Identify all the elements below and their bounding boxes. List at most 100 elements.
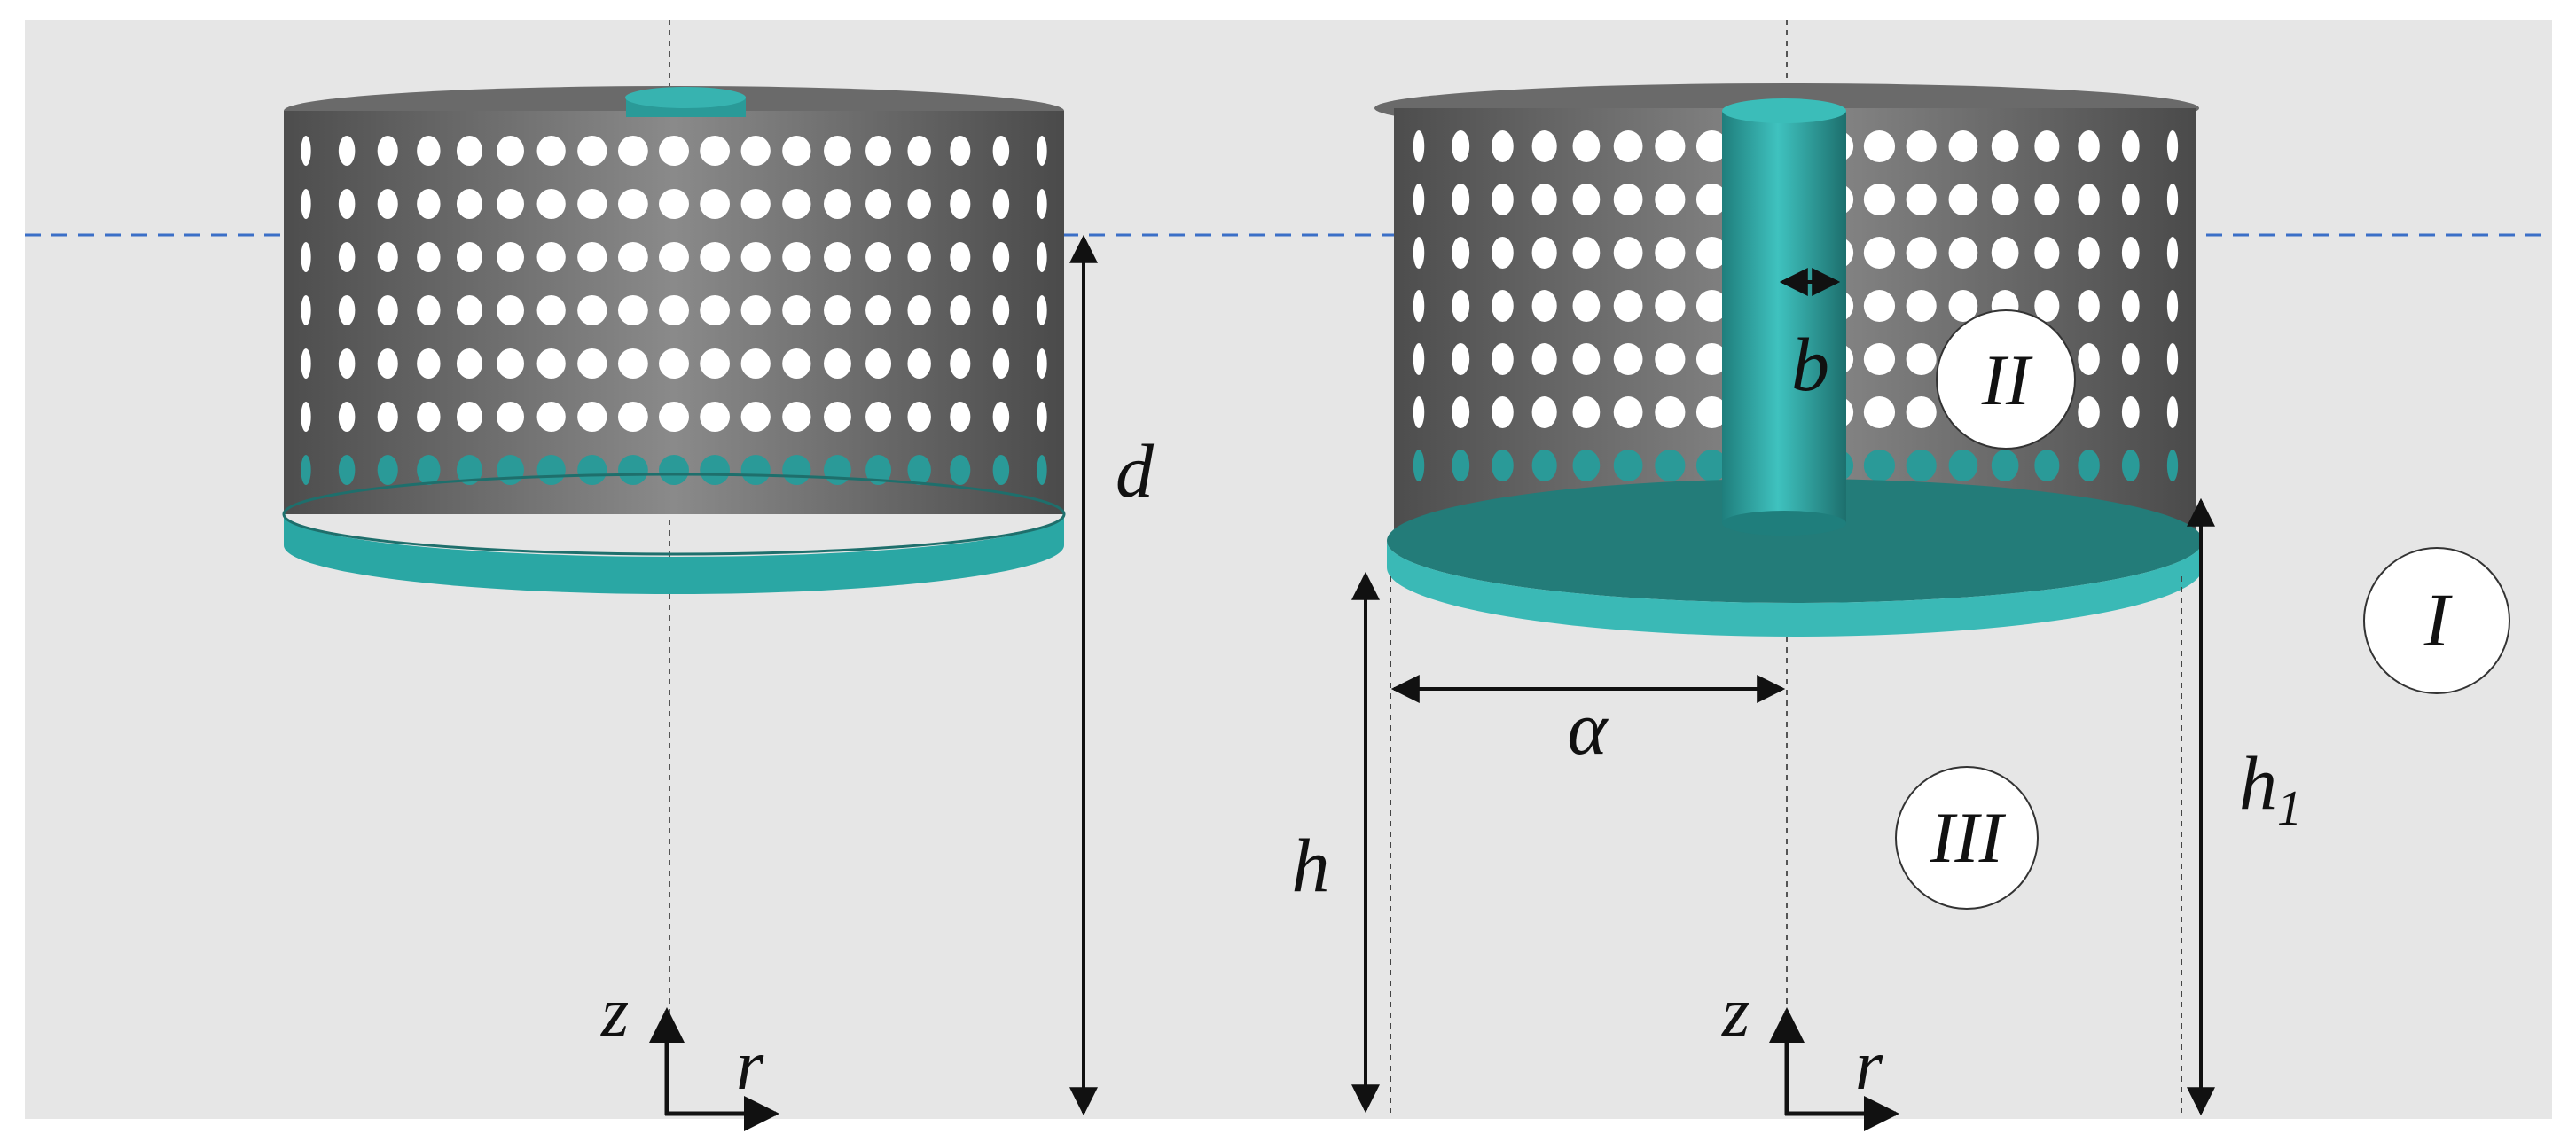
mesh-hole bbox=[1991, 130, 2019, 162]
mesh-hole bbox=[338, 189, 356, 219]
mesh-hole bbox=[377, 189, 398, 219]
mesh-hole bbox=[417, 189, 441, 219]
mesh-hole bbox=[1613, 343, 1643, 375]
mesh-hole bbox=[950, 402, 971, 432]
mesh-hole bbox=[907, 402, 931, 432]
mesh-hole bbox=[617, 295, 648, 325]
mesh-hole bbox=[1863, 237, 1896, 269]
mesh-hole bbox=[1991, 450, 2019, 481]
left-cage-base-ring bbox=[284, 514, 1064, 594]
right-cage-base-ring bbox=[1387, 541, 2203, 637]
label-h1-main: h bbox=[2239, 740, 2277, 825]
mesh-hole bbox=[536, 136, 566, 166]
label-h1-subscript: 1 bbox=[2277, 781, 2302, 836]
mesh-hole bbox=[497, 402, 524, 432]
mesh-hole bbox=[950, 136, 971, 166]
mesh-hole bbox=[824, 189, 851, 219]
mesh-hole bbox=[1492, 343, 1514, 375]
mesh-hole bbox=[456, 348, 482, 379]
mesh-hole bbox=[1991, 184, 2019, 215]
mesh-hole bbox=[824, 402, 851, 432]
mesh-hole bbox=[1037, 136, 1047, 166]
mesh-hole bbox=[617, 402, 648, 432]
mesh-hole bbox=[536, 242, 566, 272]
mesh-hole bbox=[2121, 343, 2140, 375]
mesh-hole bbox=[1572, 184, 1601, 215]
mesh-hole bbox=[301, 242, 311, 272]
mesh-hole bbox=[1863, 450, 1896, 481]
mesh-hole bbox=[700, 402, 731, 432]
mesh-hole bbox=[417, 242, 441, 272]
mesh-hole bbox=[497, 455, 524, 485]
mesh-hole bbox=[377, 295, 398, 325]
mesh-hole bbox=[950, 295, 971, 325]
mesh-hole bbox=[865, 189, 892, 219]
mesh-hole bbox=[456, 455, 482, 485]
mesh-hole bbox=[1613, 184, 1643, 215]
mesh-hole bbox=[1531, 343, 1557, 375]
right-pillar-top bbox=[1722, 98, 1846, 123]
region-i-bubble bbox=[2363, 547, 2510, 694]
region-ii-bubble bbox=[1936, 309, 2076, 450]
mesh-hole bbox=[617, 136, 648, 166]
mesh-hole bbox=[2034, 450, 2060, 481]
mesh-hole bbox=[1413, 290, 1425, 322]
mesh-hole bbox=[1695, 237, 1728, 269]
mesh-hole bbox=[301, 189, 311, 219]
mesh-hole bbox=[2034, 290, 2060, 322]
mesh-hole bbox=[700, 136, 731, 166]
mesh-hole bbox=[1906, 396, 1937, 428]
mesh-hole bbox=[865, 402, 892, 432]
mesh-hole bbox=[1655, 130, 1686, 162]
right-pillar-bottom bbox=[1722, 511, 1846, 536]
label-h: h bbox=[1292, 823, 1330, 908]
mesh-hole bbox=[417, 455, 441, 485]
mesh-hole bbox=[1906, 450, 1937, 481]
mesh-hole bbox=[417, 295, 441, 325]
mesh-hole bbox=[1948, 130, 1978, 162]
mesh-hole bbox=[1492, 290, 1514, 322]
mesh-hole bbox=[338, 242, 356, 272]
mesh-hole bbox=[824, 295, 851, 325]
mesh-hole bbox=[1572, 450, 1601, 481]
mesh-hole bbox=[740, 402, 771, 432]
mesh-hole bbox=[536, 402, 566, 432]
mesh-hole bbox=[1695, 396, 1728, 428]
mesh-hole bbox=[1037, 242, 1047, 272]
right-z-label: z bbox=[1721, 974, 1750, 1052]
mesh-hole bbox=[1695, 343, 1728, 375]
mesh-hole bbox=[950, 455, 971, 485]
mesh-hole bbox=[2166, 450, 2179, 481]
mesh-hole bbox=[1655, 290, 1686, 322]
mesh-hole bbox=[338, 136, 356, 166]
mesh-hole bbox=[497, 189, 524, 219]
mesh-hole bbox=[907, 295, 931, 325]
mesh-hole bbox=[740, 295, 771, 325]
mesh-hole bbox=[1531, 130, 1557, 162]
mesh-hole bbox=[2121, 237, 2140, 269]
mesh-hole bbox=[1991, 237, 2019, 269]
mesh-hole bbox=[1613, 290, 1643, 322]
mesh-hole bbox=[2078, 396, 2100, 428]
mesh-hole bbox=[1037, 189, 1047, 219]
mesh-hole bbox=[1948, 184, 1978, 215]
mesh-hole bbox=[1452, 450, 1470, 481]
mesh-hole bbox=[782, 295, 811, 325]
mesh-hole bbox=[1492, 130, 1514, 162]
mesh-hole bbox=[1572, 343, 1601, 375]
mesh-hole bbox=[1613, 396, 1643, 428]
mesh-hole bbox=[497, 242, 524, 272]
region-iii-bubble bbox=[1895, 766, 2039, 910]
mesh-hole bbox=[659, 348, 689, 379]
mesh-hole bbox=[1948, 450, 1978, 481]
mesh-hole bbox=[456, 136, 482, 166]
mesh-hole bbox=[536, 455, 566, 485]
mesh-hole bbox=[617, 242, 648, 272]
mesh-hole bbox=[2166, 396, 2179, 428]
mesh-hole bbox=[824, 242, 851, 272]
mesh-hole bbox=[1906, 184, 1937, 215]
mesh-hole bbox=[2034, 237, 2060, 269]
mesh-hole bbox=[338, 348, 356, 379]
mesh-hole bbox=[497, 295, 524, 325]
mesh-hole bbox=[992, 189, 1010, 219]
